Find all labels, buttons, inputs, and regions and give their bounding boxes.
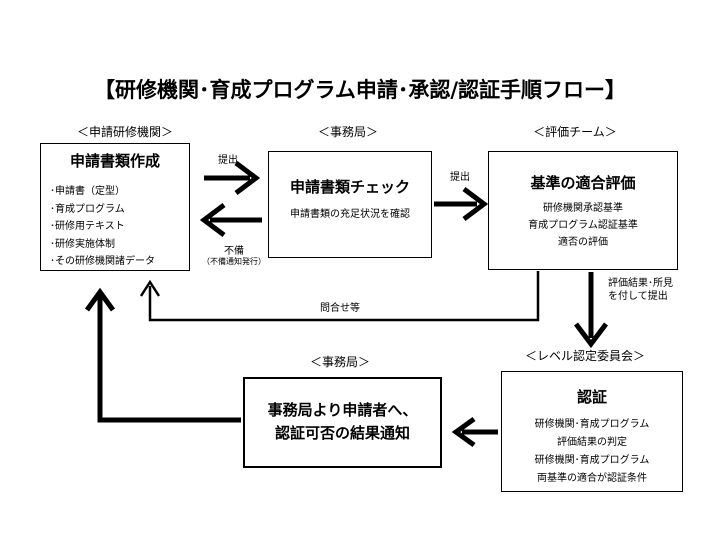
notify-line: 認証可否の結果通知 [274, 424, 410, 442]
header-committee: ＜レベル認定委員会＞ [524, 349, 645, 363]
label-result-submit: 評価結果･所見 を付して提出 [608, 277, 673, 303]
label-deficiency-note: （不備通知発行） [202, 257, 266, 266]
check-title: 申請書類チェック [289, 178, 410, 196]
certification-line: 両基準の適合が認証条件 [537, 473, 647, 484]
certification-box: 認証 研修機関･育成プログラム 評価結果の判定 研修機関･育成プログラム 両基準… [501, 371, 683, 492]
evaluation-title: 基準の適合評価 [530, 174, 636, 192]
arrow-left-icon [451, 416, 498, 448]
label-submit-1: 提出 [218, 155, 238, 166]
label-result-submit-line: 評価結果･所見 [608, 278, 673, 289]
application-items: ･申請書（定型） ･育成プログラム ･研修用テキスト ･研修実施体制 ･その研修… [50, 183, 189, 271]
list-item: ･育成プログラム [50, 203, 125, 215]
evaluation-line: 研修機関承認基準 [543, 203, 623, 214]
arrow-down-icon [574, 272, 608, 349]
notify-line: 事務局より申請者へ、 [267, 401, 418, 419]
list-item: ･研修実施体制 [50, 238, 115, 250]
header-evaluation-team: ＜評価チーム＞ [533, 125, 617, 139]
certification-line: 研修機関･育成プログラム [534, 419, 650, 430]
header-secretariat-bottom: ＜事務局＞ [309, 355, 370, 369]
evaluation-lines: 研修機関承認基準 育成プログラム認証基準 適否の評価 [489, 200, 677, 251]
arrow-submit-right-icon [434, 187, 489, 221]
certification-line: 評価結果の判定 [557, 437, 627, 448]
header-secretariat-top: ＜事務局＞ [317, 125, 378, 139]
notify-text: 事務局より申請者へ、 認証可否の結果通知 [245, 399, 440, 445]
arrow-inquiry-icon [139, 271, 540, 322]
evaluation-line: 育成プログラム認証基準 [528, 220, 638, 231]
label-submit-2: 提出 [450, 172, 470, 183]
certification-line: 研修機関･育成プログラム [534, 455, 650, 466]
page-title: 【研修機関･育成プログラム申請･承認/認証手順フロー】 [93, 78, 627, 102]
evaluation-box: 基準の適合評価 研修機関承認基準 育成プログラム認証基準 適否の評価 [488, 151, 678, 270]
list-item: ･研修用テキスト [50, 221, 125, 232]
list-item: ･その研修機関諸データ [50, 256, 155, 267]
header-applicant: ＜申請研修機関＞ [76, 125, 173, 139]
check-desc: 申請書類の充足状況を確認 [290, 209, 410, 220]
application-box: 申請書類作成 ･申請書（定型） ･育成プログラム ･研修用テキスト ･研修実施体… [40, 143, 190, 271]
list-item: ･申請書（定型） [50, 186, 125, 197]
arrow-submit-right-icon [204, 161, 261, 195]
certification-lines: 研修機関･育成プログラム 評価結果の判定 研修機関･育成プログラム 両基準の適合… [502, 416, 682, 488]
evaluation-line: 適否の評価 [558, 237, 608, 248]
arrow-return-up-icon [84, 287, 241, 423]
label-deficiency: 不備 [224, 246, 244, 257]
application-title: 申請書類作成 [69, 152, 160, 170]
certification-title: 認証 [576, 388, 607, 406]
notify-box: 事務局より申請者へ、 認証可否の結果通知 [243, 377, 442, 468]
arrow-deficiency-left-icon [199, 203, 262, 237]
check-box: 申請書類チェック 申請書類の充足状況を確認 [268, 151, 432, 258]
label-inquiry: 問合せ等 [320, 303, 360, 314]
label-result-submit-line: を付して提出 [608, 291, 668, 302]
